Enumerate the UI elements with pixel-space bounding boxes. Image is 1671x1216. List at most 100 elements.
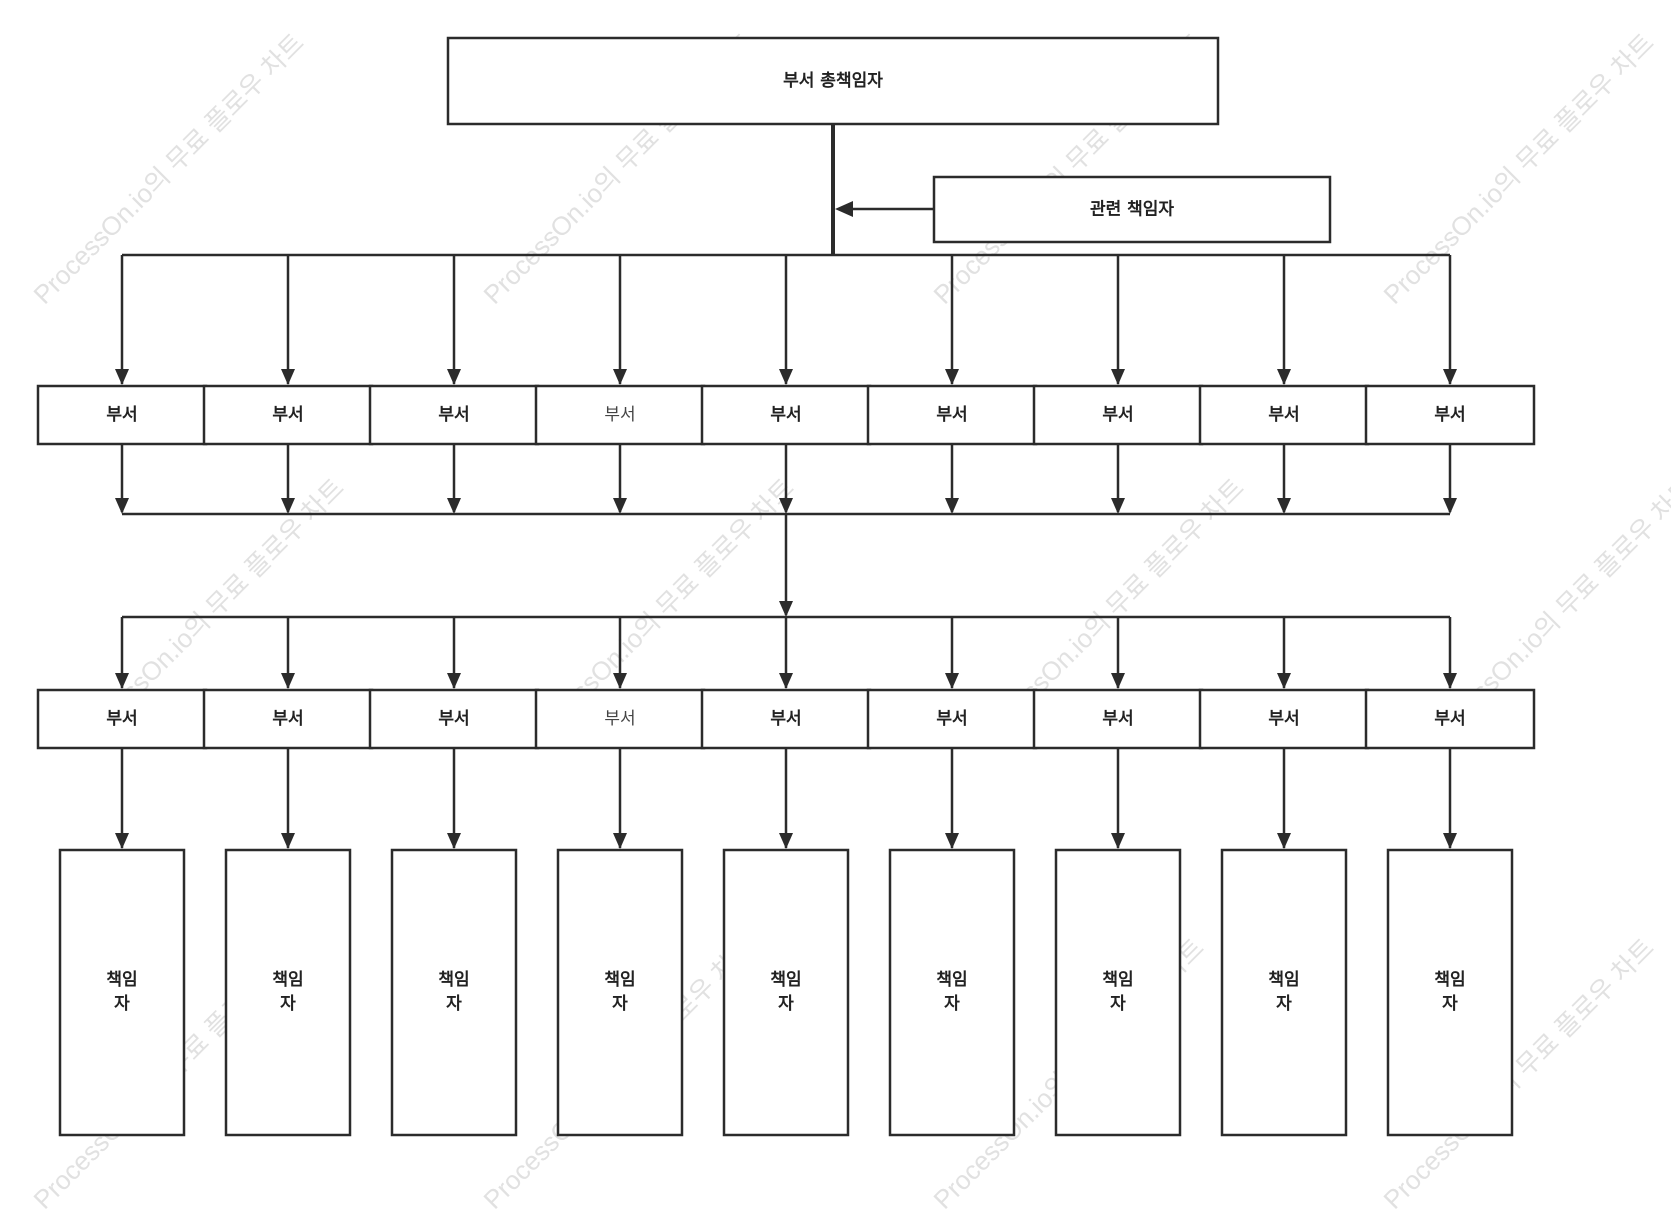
manager-box (1386, 848, 1514, 1137)
department-label-row2: 부서 (1268, 709, 1299, 729)
row1-down-arrow (1111, 498, 1125, 514)
row1-arrow (945, 369, 959, 385)
row1-down-arrow (613, 498, 627, 514)
row2-arrow (281, 673, 295, 689)
lead-arrow (1443, 833, 1457, 849)
department-label-row1: 부서 (1434, 405, 1465, 425)
department-label-row1: 부서 (1102, 405, 1133, 425)
department-box-row1 (1032, 384, 1204, 446)
row1-arrow (281, 369, 295, 385)
manager-label-line2: 자 (446, 994, 462, 1014)
row2-arrow (1277, 673, 1291, 689)
department-label-row1: 부서 (272, 405, 303, 425)
row2-arrow (779, 673, 793, 689)
manager-label-line1: 책임 (604, 969, 635, 990)
row1-arrow (447, 369, 461, 385)
manager-label-line2: 자 (280, 994, 296, 1014)
department-label-row2: 부서 (272, 709, 303, 729)
lead-arrow (281, 833, 295, 849)
department-box-row2 (700, 688, 872, 750)
manager-box (888, 848, 1016, 1137)
department-label-row1: 부서 (604, 405, 635, 425)
department-label-row1: 부서 (438, 405, 469, 425)
row2-arrow (945, 673, 959, 689)
manager-label-line2: 자 (1276, 994, 1292, 1014)
row1-down-arrow (1277, 498, 1291, 514)
manager-label-line1: 책임 (438, 969, 469, 990)
manager-label-line2: 자 (1110, 994, 1126, 1014)
row1-down-arrow (945, 498, 959, 514)
connector-layer (115, 124, 1457, 849)
manager-label-line1: 책임 (1434, 969, 1465, 990)
row1-arrow (115, 369, 129, 385)
row2-arrow (613, 673, 627, 689)
manager-label-line2: 자 (114, 994, 130, 1014)
manager-box (722, 848, 850, 1137)
row2-arrow (447, 673, 461, 689)
manager-label-line2: 자 (1442, 994, 1458, 1014)
manager-box (1054, 848, 1182, 1137)
center-arrow (779, 601, 793, 617)
related-manager-arrow (835, 201, 853, 217)
department-label-row2: 부서 (1102, 709, 1133, 729)
department-label-row2: 부서 (438, 709, 469, 729)
manager-label-line1: 책임 (272, 969, 303, 990)
manager-label-line2: 자 (944, 994, 960, 1014)
watermark-text: ProcessOn.io의 무료 플로우 차트 (28, 28, 310, 310)
row1-arrow (1277, 369, 1291, 385)
department-box-row2 (1032, 688, 1204, 750)
related-manager-label: 관련 책임자 (1090, 199, 1174, 220)
manager-label-line2: 자 (612, 994, 628, 1014)
department-label-row2: 부서 (1434, 709, 1465, 729)
row1-arrow (1443, 369, 1457, 385)
manager-box (1220, 848, 1348, 1137)
department-box-row1 (700, 384, 872, 446)
row1-down-arrow (779, 498, 793, 514)
manager-label-line1: 책임 (770, 969, 801, 990)
manager-box (556, 848, 684, 1137)
manager-box (390, 848, 518, 1137)
row1-down-arrow (115, 498, 129, 514)
lead-arrow (945, 833, 959, 849)
manager-label-line1: 책임 (1102, 969, 1133, 990)
lead-arrow (1111, 833, 1125, 849)
department-box-row1 (1198, 384, 1370, 446)
row2-arrow (115, 673, 129, 689)
top-manager-label: 부서 총책임자 (783, 70, 883, 91)
department-box-row1 (1364, 384, 1536, 446)
department-box-row2 (1198, 688, 1370, 750)
lead-arrow (779, 833, 793, 849)
manager-label-line1: 책임 (936, 969, 967, 990)
manager-label-line1: 책임 (1268, 969, 1299, 990)
lead-arrow (613, 833, 627, 849)
row1-arrow (1111, 369, 1125, 385)
manager-label-line2: 자 (778, 994, 794, 1014)
related-manager-box (932, 175, 1332, 244)
manager-box (58, 848, 186, 1137)
department-label-row2: 부서 (604, 709, 635, 729)
department-box-row2 (1364, 688, 1536, 750)
lead-arrow (115, 833, 129, 849)
row1-arrow (613, 369, 627, 385)
manager-label-line1: 책임 (106, 969, 137, 990)
row1-down-arrow (1443, 498, 1457, 514)
department-label-row2: 부서 (936, 709, 967, 729)
row1-arrow (779, 369, 793, 385)
department-label-row1: 부서 (106, 405, 137, 425)
row1-down-arrow (447, 498, 461, 514)
lead-arrow (447, 833, 461, 849)
row1-down-arrow (281, 498, 295, 514)
row2-arrow (1443, 673, 1457, 689)
department-label-row1: 부서 (770, 405, 801, 425)
top-manager-box (446, 36, 1220, 126)
manager-box (224, 848, 352, 1137)
lead-arrow (1277, 833, 1291, 849)
watermark-text: ProcessOn.io의 무료 플로우 차트 (1378, 28, 1660, 310)
department-label-row2: 부서 (770, 709, 801, 729)
department-label-row1: 부서 (936, 405, 967, 425)
department-label-row2: 부서 (106, 709, 137, 729)
department-box-row2 (202, 688, 374, 750)
row2-arrow (1111, 673, 1125, 689)
